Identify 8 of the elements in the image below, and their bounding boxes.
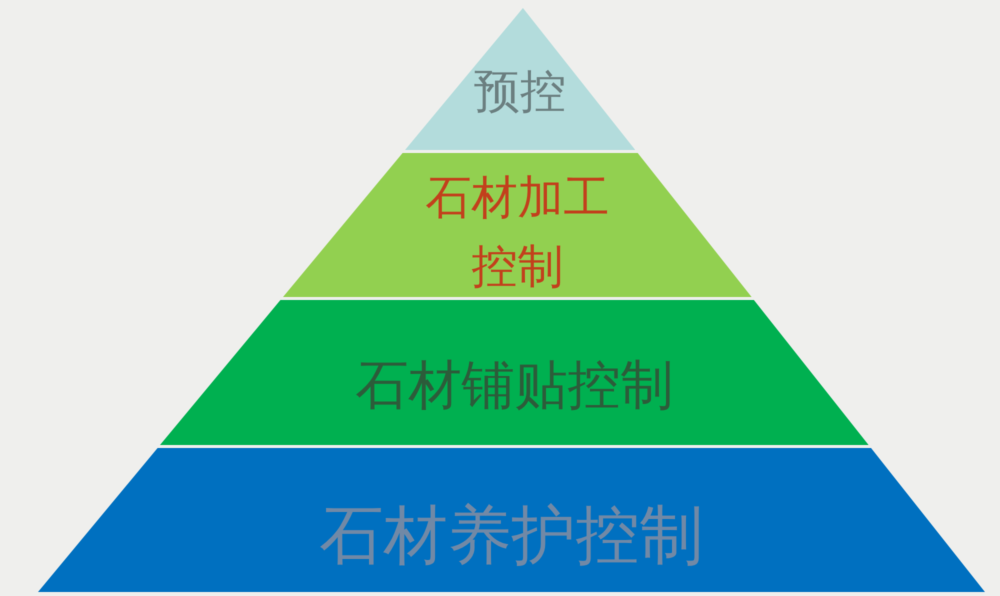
pyramid-tier <box>38 448 985 592</box>
tier-label: 石材铺贴控制 <box>355 354 674 418</box>
pyramid-tier <box>160 300 869 445</box>
pyramid-tier <box>282 153 752 297</box>
tier-label: 石材加工控制 <box>424 169 610 295</box>
pyramid-tier <box>405 8 636 150</box>
tier-label: 预控 <box>474 64 566 120</box>
tier-label: 石材养护控制 <box>319 498 704 574</box>
